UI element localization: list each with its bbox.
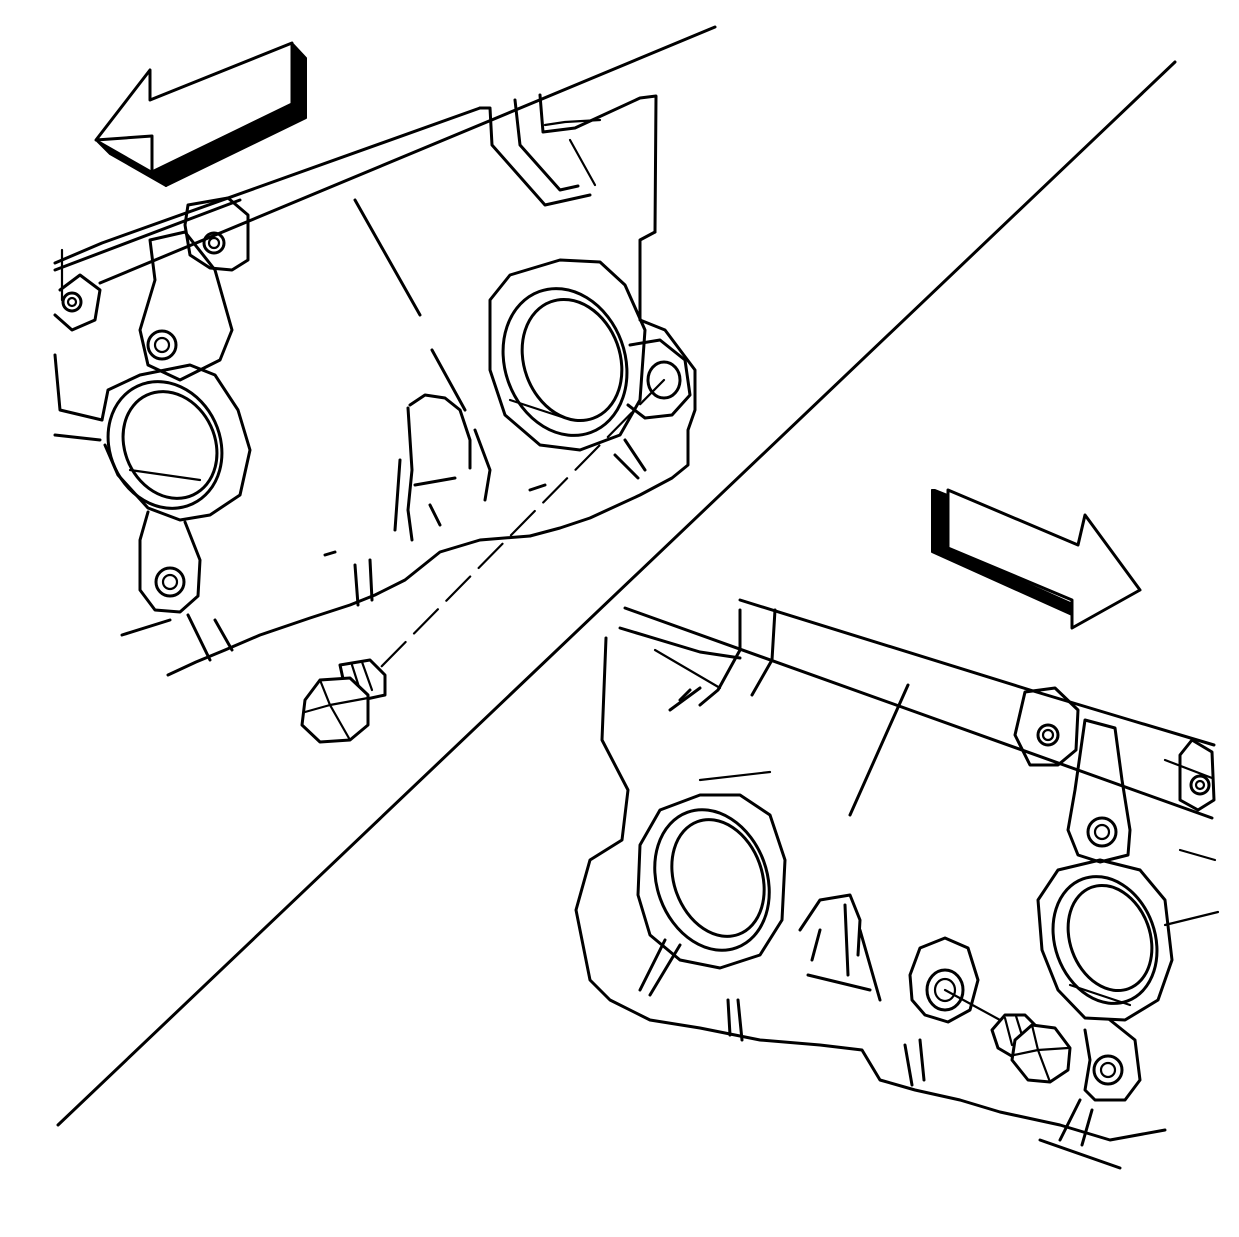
right-panel: [574, 488, 1220, 1170]
right-port-opening-upper: [488, 258, 647, 452]
left-top-bolt-boss: [183, 196, 250, 272]
left-drain-plug: [300, 658, 387, 744]
left-mid-bolt-boss: [138, 230, 234, 382]
left-plug-hole: [613, 338, 692, 480]
left-panel: [53, 25, 717, 744]
right-edge-bolt-boss: [1178, 738, 1216, 812]
right-plug-hole: [908, 936, 980, 1024]
panel-divider-line: [56, 60, 1177, 1127]
left-direction-arrow-icon: [94, 41, 307, 187]
right-drain-plug: [990, 1013, 1072, 1084]
right-direction-arrow-icon: [931, 488, 1142, 630]
right-lower-features: [726, 893, 926, 1087]
left-lower-bolt-boss: [138, 510, 234, 662]
right-panel-left-port: [636, 770, 787, 997]
left-plug-guide-line: [376, 378, 666, 672]
right-top-bolt-boss: [1013, 686, 1080, 767]
left-side-bolt-boss: [53, 273, 102, 332]
left-port-opening: [100, 363, 252, 522]
right-lower-bolt-boss: [1058, 1018, 1142, 1147]
right-mid-bolt-boss: [1066, 718, 1132, 864]
right-panel-right-port: [1036, 858, 1174, 1022]
left-lower-features: [323, 393, 547, 607]
left-cylinder-head: [53, 25, 717, 677]
right-plug-guide-line: [943, 988, 1002, 1022]
